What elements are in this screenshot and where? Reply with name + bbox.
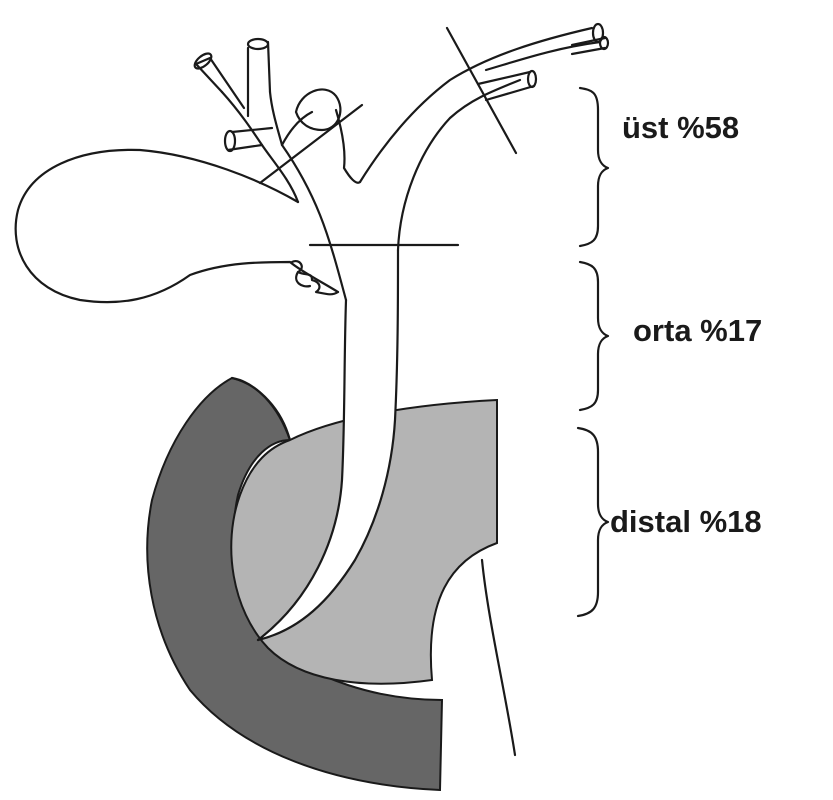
segment-label-upper: üst %58 [622,112,739,143]
gallbladder [16,150,338,302]
brace-upper [580,88,608,246]
segment-label-distal: distal %18 [610,506,762,537]
right-hepatic-duct-inner [398,80,520,250]
brace-distal [578,428,608,616]
upper-middle-branch [248,42,270,116]
upper-left-branch [196,58,244,108]
right-hepatic-duct-outer [360,28,592,182]
cut-line-upper-right [447,28,516,153]
segment-label-middle: orta %17 [633,315,762,346]
hepatic-loop [296,89,340,130]
brace-middle [580,262,608,410]
lower-duct-right-wall [482,560,515,755]
upper-middle-branch-cap [248,39,268,49]
left-hepatic-duct-inner [270,92,346,300]
left-short-branch-cap [225,131,235,151]
hepatic-loop-join [282,110,360,183]
right-top-branch-upper [486,42,600,70]
right-lower-branch-cap [528,71,536,87]
